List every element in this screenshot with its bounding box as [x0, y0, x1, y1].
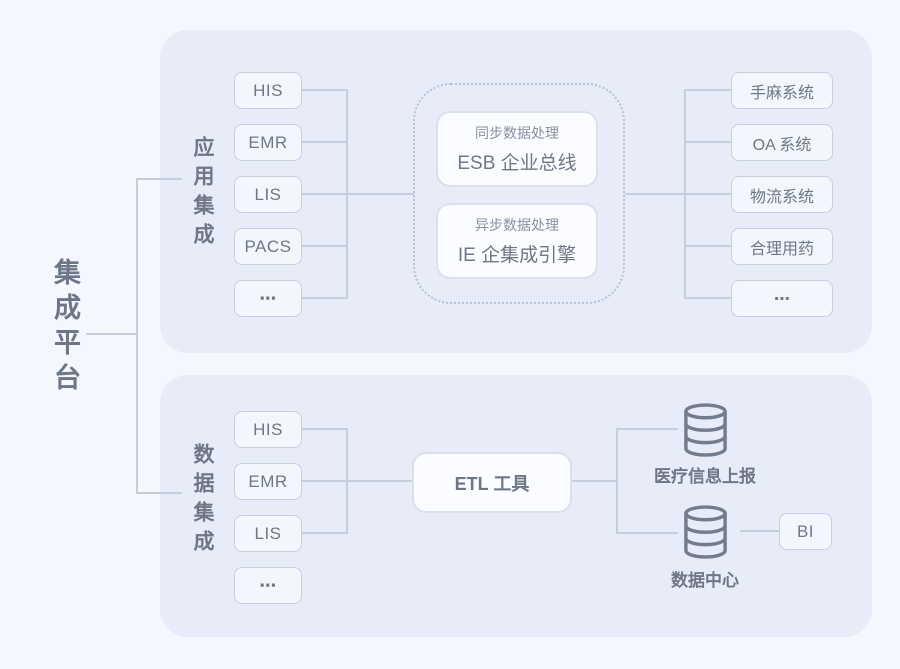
- connector-line: [301, 89, 348, 91]
- connector-line: [346, 428, 348, 534]
- connector-line: [685, 141, 731, 143]
- connector-line: [685, 297, 731, 299]
- database-icon: [684, 505, 727, 559]
- connector-line: [616, 428, 678, 430]
- connector-line: [86, 333, 137, 335]
- app-integration-label: 应用集成: [191, 136, 214, 252]
- integration-hub: [413, 83, 625, 304]
- app-target-anesthesia: 手麻系统: [731, 72, 833, 109]
- app-source-more: ⋯: [234, 280, 302, 317]
- connector-line: [572, 480, 618, 482]
- ie-title: IE 企集成引擎: [457, 245, 577, 266]
- connector-line: [301, 428, 348, 430]
- data-source-emr: EMR: [234, 463, 302, 500]
- app-target-rational-drug: 合理用药: [731, 228, 833, 265]
- data-center-label: 数据中心: [671, 571, 739, 590]
- connector-line: [616, 532, 678, 534]
- app-source-his: HIS: [234, 72, 302, 109]
- data-source-his: HIS: [234, 411, 302, 448]
- connector-line: [136, 178, 138, 494]
- connector-line: [301, 480, 412, 482]
- connector-line: [301, 532, 348, 534]
- data-source-lis: LIS: [234, 515, 302, 552]
- connector-line: [136, 178, 182, 180]
- database-icon: [684, 403, 727, 457]
- connector-line: [740, 530, 779, 532]
- connector-line: [685, 245, 731, 247]
- data-source-more: ⋯: [234, 567, 302, 604]
- ie-subtitle: 异步数据处理: [475, 217, 559, 233]
- app-target-more: ⋯: [731, 280, 833, 317]
- app-target-logistics: 物流系统: [731, 176, 833, 213]
- connector-line: [301, 297, 348, 299]
- ie-engine-box: 异步数据处理 IE 企集成引擎: [436, 203, 598, 279]
- app-source-pacs: PACS: [234, 228, 302, 265]
- platform-label: 集成平台: [50, 258, 80, 398]
- etl-box: ETL 工具: [412, 452, 572, 513]
- bi-node: BI: [779, 513, 832, 550]
- esb-subtitle: 同步数据处理: [475, 125, 559, 141]
- connector-line: [616, 428, 618, 534]
- connector-line: [685, 193, 731, 195]
- connector-line: [685, 89, 731, 91]
- connector-line: [301, 141, 348, 143]
- connector-line: [136, 492, 182, 494]
- connector-line: [625, 193, 685, 195]
- connector-line: [301, 193, 414, 195]
- data-integration-label: 数据集成: [191, 443, 214, 559]
- connector-line: [301, 245, 348, 247]
- connector-line: [346, 89, 348, 299]
- esb-box: 同步数据处理 ESB 企业总线: [436, 111, 598, 187]
- esb-title: ESB 企业总线: [457, 153, 577, 174]
- medical-report-label: 医疗信息上报: [654, 467, 756, 486]
- app-target-oa: OA 系统: [731, 124, 833, 161]
- app-source-emr: EMR: [234, 124, 302, 161]
- app-source-lis: LIS: [234, 176, 302, 213]
